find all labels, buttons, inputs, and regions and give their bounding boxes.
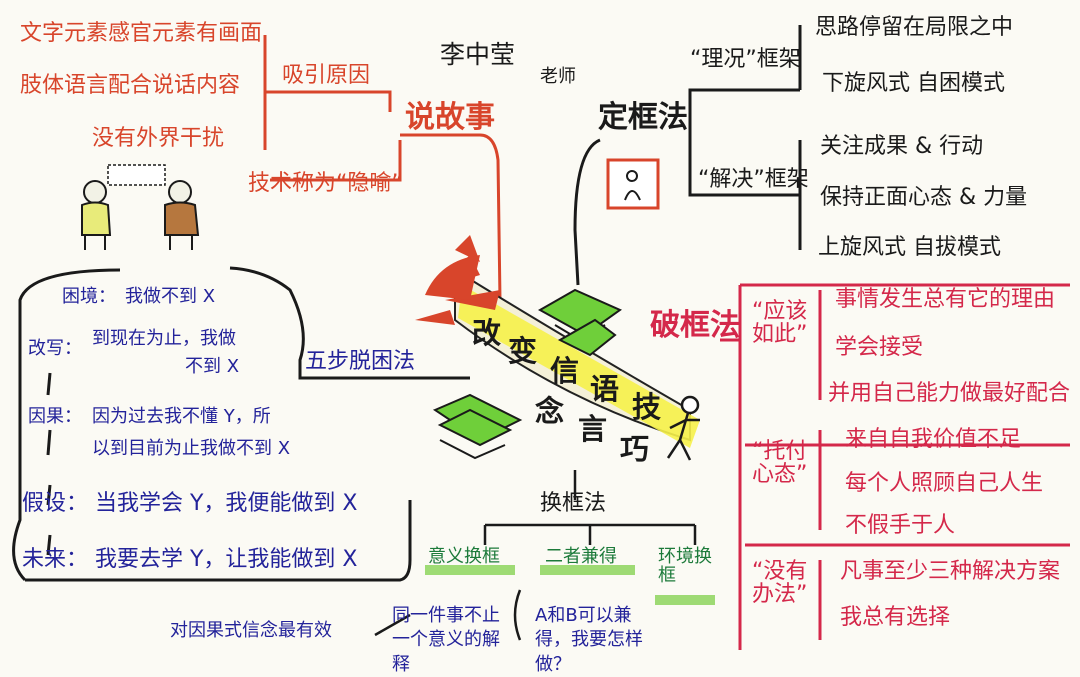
- set-frame-title: 定框法: [598, 100, 688, 135]
- reframe-note-left: 对因果式信念最有效: [170, 620, 332, 641]
- story-branch-reason: 吸引原因: [282, 63, 371, 88]
- break-group-2-label: “托付心态”: [752, 439, 808, 488]
- set-frame-connectors: [573, 25, 802, 286]
- center-char-4: 语: [590, 372, 620, 406]
- step-5-label: 未来：: [22, 547, 89, 572]
- step-4-text: 当我学会 Y，我便能做到 X: [95, 491, 358, 516]
- step-2-text-2: 不到 X: [185, 356, 240, 377]
- problem-frame-item-2: 下旋风式 自困模式: [822, 71, 1005, 96]
- step-3-text: 因为过去我不懂 Y，所: [92, 406, 271, 427]
- reframe-highlights: [425, 565, 715, 605]
- author-title: 老师: [540, 66, 576, 87]
- center-char-7: 言: [578, 412, 608, 446]
- center-char-5: 技: [632, 390, 662, 424]
- story-reason-1: 文字元素感官元素有画面: [20, 21, 263, 46]
- step-3-label: 因果：: [28, 406, 82, 427]
- break-group-1-item-2: 学会接受: [835, 335, 924, 360]
- reframe-connectors: [374, 470, 697, 641]
- five-steps-connectors: [12, 266, 470, 582]
- solution-frame-item-2: 保持正面心态 & 力量: [820, 185, 1028, 210]
- step-3-text-2: 以到目前为止我做不到 X: [92, 438, 291, 459]
- story-title: 说故事: [405, 100, 495, 135]
- reframe-note-meaning: 同一件事不止一个意义的解释: [392, 605, 500, 675]
- central-banner: [454, 268, 700, 448]
- center-char-8: 巧: [620, 432, 650, 466]
- two-people-icon: [81, 164, 200, 250]
- reframe-branch-both: 二者兼得: [545, 546, 617, 567]
- step-1-text: 我做不到 X: [125, 286, 216, 307]
- break-frame-title: 破框法: [650, 308, 740, 343]
- break-group-2-item-1: 来自自我价值不足: [845, 427, 1022, 452]
- break-frame-connectors: [720, 283, 1070, 650]
- break-group-1-item-1: 事情发生总有它的理由: [835, 287, 1056, 312]
- step-5-text: 我要去学 Y，让我能做到 X: [95, 547, 358, 572]
- center-char-6: 念: [535, 394, 565, 428]
- story-technique: 技术称为“隐喻”: [248, 171, 403, 196]
- problem-frame-label: “理况”框架: [690, 47, 801, 72]
- step-2-label: 改写：: [28, 338, 82, 359]
- reframe-note-both: A和B可以兼得，我要怎样做？: [535, 605, 643, 675]
- center-char-3: 信: [550, 354, 580, 388]
- solution-frame-item-1: 关注成果 & 行动: [820, 134, 984, 159]
- solution-frame-item-3: 上旋风式 自拔模式: [818, 235, 1001, 260]
- solution-frame-label: “解决”框架: [698, 167, 809, 192]
- person-box-icon: [606, 158, 660, 210]
- reframe-branch-meaning: 意义换框: [428, 546, 500, 567]
- break-group-3-label: “没有办法”: [752, 559, 808, 608]
- stick-figure-icon: [666, 395, 700, 461]
- reframe-title: 换框法: [540, 491, 607, 516]
- step-1-label: 困境：: [62, 286, 116, 307]
- break-group-1-label: “应该如此”: [752, 299, 808, 348]
- story-reason-2: 肢体语言配合说话内容: [20, 73, 241, 98]
- break-group-3-item-2: 我总有选择: [840, 605, 951, 630]
- step-2-text: 到现在为止，我做: [92, 328, 236, 349]
- break-group-3-item-1: 凡事至少三种解决方案: [840, 559, 1061, 584]
- center-char-2: 变: [508, 334, 538, 368]
- break-group-2-item-3: 不假手于人: [845, 513, 956, 538]
- problem-frame-item-1: 思路停留在局限之中: [815, 15, 1014, 40]
- sun-rays: [415, 235, 500, 325]
- reframe-branch-context: 环境换框: [658, 546, 712, 586]
- story-reason-3: 没有外界干扰: [92, 126, 225, 151]
- book-icon-top: [537, 288, 623, 357]
- step-4-label: 假设：: [22, 491, 89, 516]
- five-steps-title: 五步脱困法: [305, 349, 416, 374]
- author-name: 李中莹: [440, 40, 516, 69]
- break-group-2-item-2: 每个人照顾自己人生: [845, 471, 1044, 496]
- book-icon-bottom: [432, 393, 523, 460]
- storytelling-connectors: [263, 35, 502, 301]
- center-char-1: 改: [472, 316, 502, 350]
- break-group-1-item-3: 并用自己能力做最好配合: [828, 381, 1071, 406]
